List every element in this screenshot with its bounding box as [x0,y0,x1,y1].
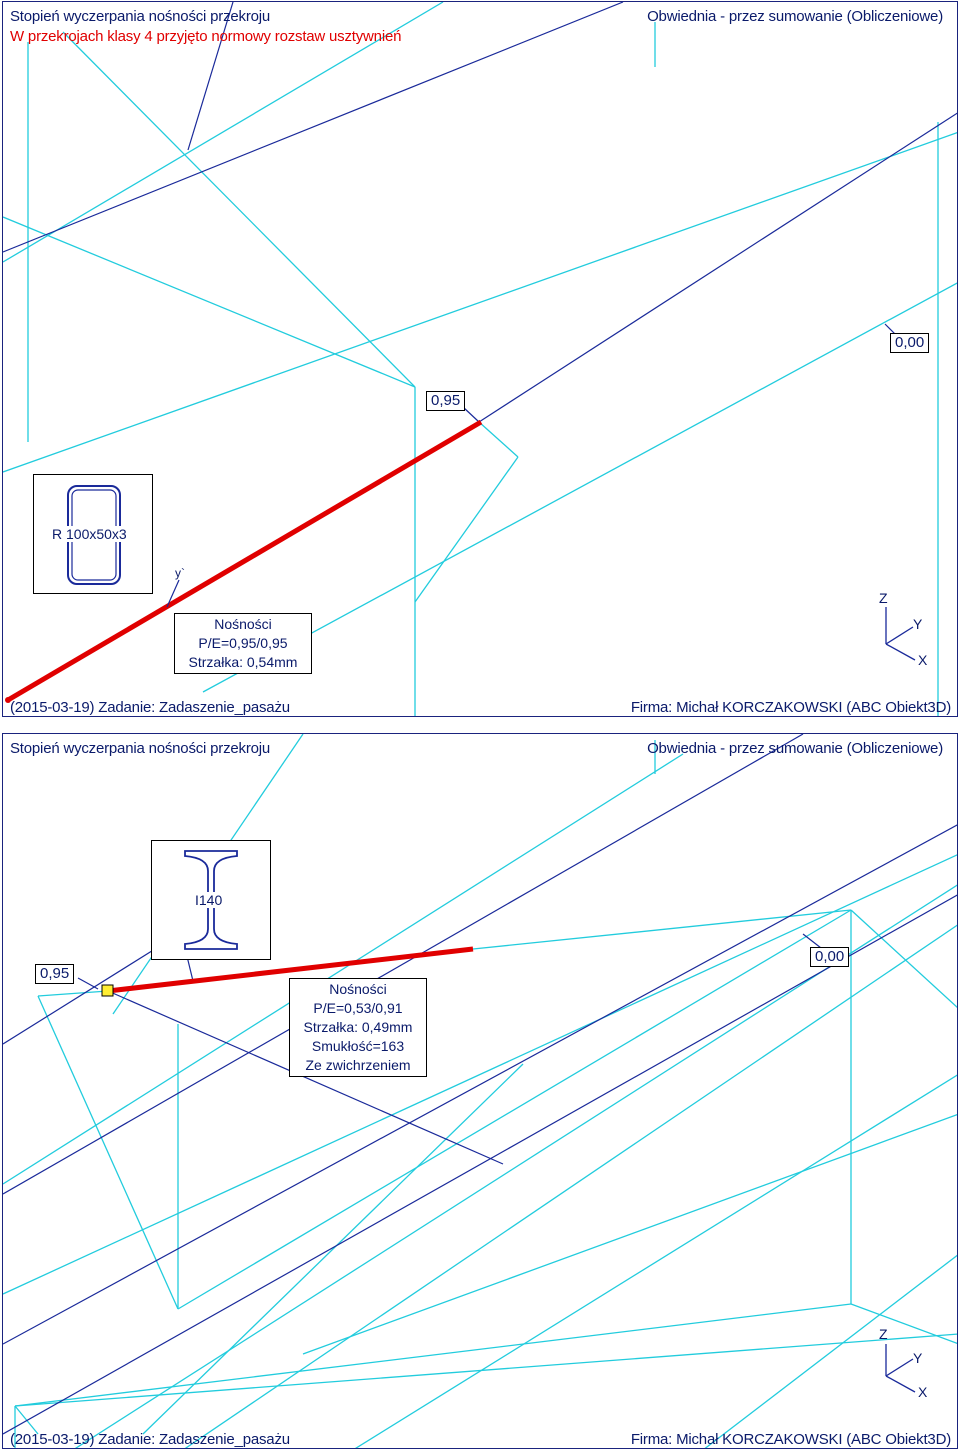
info-line: Smukłość=163 [311,1038,405,1054]
info-line: Strzałka: 0,54mm [188,654,298,670]
utilization-label[interactable]: 0,00 [810,947,850,967]
info-line: Ze zwichrzeniem [305,1057,411,1073]
structure-drawing[interactable] [3,734,958,1449]
axis-x-label: X [918,652,928,668]
task-footer: (2015-03-19) Zadanie: Zadaszenie_pasażu [10,1431,290,1448]
section-name: R 100x50x3 [52,526,127,542]
load-mode: Obwiednia - przez sumowanie (Obliczeniow… [647,8,943,25]
utilization-label[interactable]: 0,00 [890,333,930,353]
analysis-title: Stopień wyczerpania nośności przekroju [10,740,271,757]
selected-node-icon [101,984,114,997]
axis-z-label: Z [879,590,888,606]
section-preview: I140 [151,840,271,960]
section-name: I140 [195,892,223,908]
global-axes-icon [885,607,916,661]
viewport-panel-bottom[interactable]: Stopień wyczerpania nośności przekroju O… [2,733,958,1449]
viewport-panel-top[interactable]: Stopień wyczerpania nośności przekroju W… [2,1,958,717]
warning-message: W przekrojach klasy 4 przyjęto normowy r… [10,28,402,45]
highlighted-member [107,946,474,994]
axis-y-label: Y [913,616,923,632]
utilization-label[interactable]: 0,95 [426,391,466,411]
task-footer: (2015-03-19) Zadanie: Zadaszenie_pasażu [10,699,290,716]
local-axis-label: y` [175,566,185,580]
info-line: P/E=0,53/0,91 [313,1000,403,1016]
highlighted-member [6,419,483,703]
axis-z-label: Z [879,1326,888,1342]
member-info-box: Nośności P/E=0,53/0,91 Strzałka: 0,49mm … [289,978,427,1077]
info-line: Nośności [329,981,387,997]
axis-y-label: Y [913,1350,923,1366]
axis-x-label: X [918,1384,928,1400]
info-line: P/E=0,95/0,95 [198,635,288,651]
utilization-label[interactable]: 0,95 [35,964,75,984]
info-line: Nośności [214,616,272,632]
company-footer: Firma: Michał KORCZAKOWSKI (ABC Obiekt3D… [630,699,951,716]
load-mode: Obwiednia - przez sumowanie (Obliczeniow… [647,740,943,757]
member-info-box: Nośności P/E=0,95/0,95 Strzałka: 0,54mm [174,613,312,674]
company-footer: Firma: Michał KORCZAKOWSKI (ABC Obiekt3D… [630,1431,951,1448]
info-line: Strzałka: 0,49mm [303,1019,413,1035]
structure-drawing[interactable] [3,2,958,717]
global-axes-icon [885,1344,916,1393]
analysis-title: Stopień wyczerpania nośności przekroju [10,8,271,25]
section-preview: R 100x50x3 [33,474,153,594]
